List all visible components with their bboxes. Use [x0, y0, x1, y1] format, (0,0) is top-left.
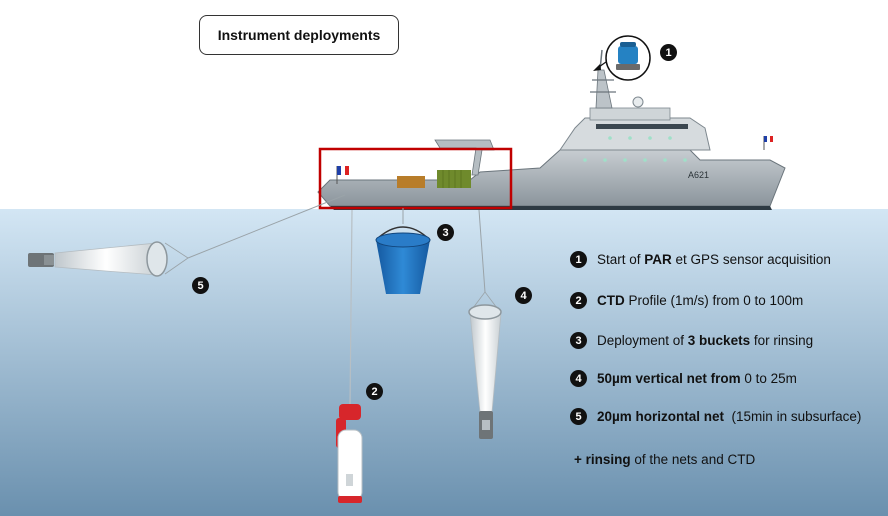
- legend-item-2: 2 CTD Profile (1m/s) from 0 to 100m: [570, 292, 803, 309]
- legend-item-5: 5 20µm horizontal net (15min in subsurfa…: [570, 408, 861, 425]
- vertical-net: [468, 209, 502, 439]
- ctd-profiler: [336, 209, 363, 503]
- deck-highlight-box: [318, 147, 513, 210]
- legend-badge: 3: [570, 332, 587, 349]
- legend-item-1: 1 Start of PAR et GPS sensor acquisition: [570, 251, 831, 268]
- legend-rinsing-note: + rinsing of the nets and CTD: [574, 452, 756, 467]
- legend-badge: 1: [570, 251, 587, 268]
- legend-text: 20µm horizontal net (15min in subsurface…: [597, 409, 862, 424]
- legend-item-3: 3 Deployment of 3 buckets for rinsing: [570, 332, 813, 349]
- diagram-title: Instrument deployments: [199, 15, 399, 55]
- flag-stern: [336, 166, 349, 184]
- marker-2: 2: [366, 383, 383, 400]
- marker-5: 5: [192, 277, 209, 294]
- legend-badge: 2: [570, 292, 587, 309]
- marker-3: 3: [437, 224, 454, 241]
- legend-badge: 4: [570, 370, 587, 387]
- legend-text: Deployment of 3 buckets for rinsing: [597, 333, 814, 348]
- marker-4: 4: [515, 287, 532, 304]
- flag-bow: [763, 136, 773, 150]
- ship-hull-number: A621: [688, 170, 709, 180]
- legend-badge: 5: [570, 408, 587, 425]
- legend-text: 50µm vertical net from 0 to 25m: [597, 371, 797, 386]
- deck-container-green: [437, 170, 471, 188]
- legend-text: CTD Profile (1m/s) from 0 to 100m: [597, 293, 804, 308]
- legend-item-4: 4 50µm vertical net from 0 to 25m: [570, 370, 797, 387]
- ship-mast: [595, 69, 613, 109]
- deck-container-orange: [397, 176, 425, 188]
- ship-superstructure: [559, 117, 711, 151]
- ship-hull: [317, 149, 786, 207]
- marker-1: 1: [660, 44, 677, 61]
- bucket: [375, 208, 431, 294]
- ship: A621: [317, 49, 786, 210]
- horizontal-net: [28, 194, 346, 277]
- par-sensor-callout: [593, 35, 651, 81]
- legend-text: Start of PAR et GPS sensor acquisition: [597, 252, 831, 267]
